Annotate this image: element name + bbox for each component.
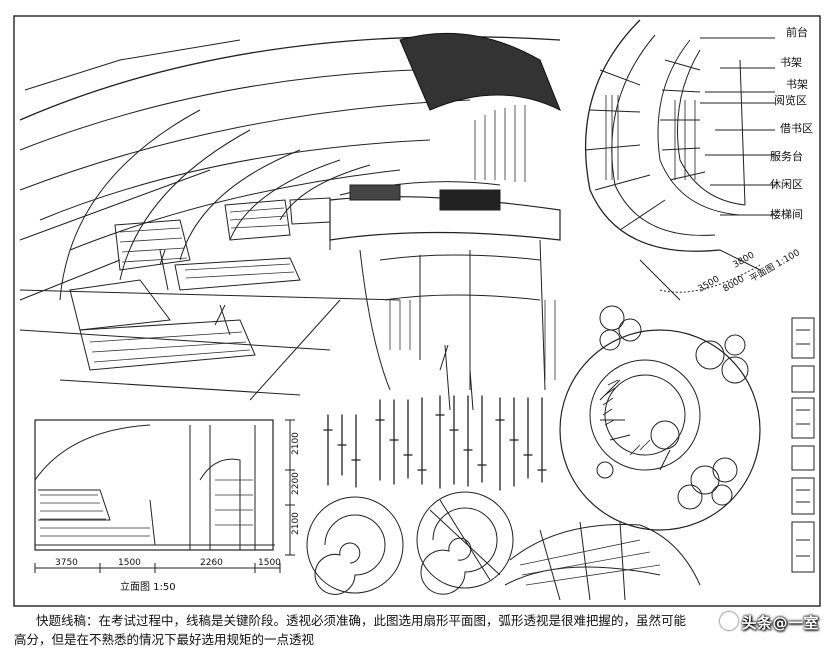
elevation-scale: 立面图 1:50 xyxy=(120,580,176,593)
elevation-height: 2100 xyxy=(291,512,301,535)
perspective-sketch xyxy=(19,32,561,411)
plan-hatch xyxy=(605,95,696,180)
watermark: 头条@一室 xyxy=(720,612,819,633)
plan-scale: 平面图 1:100 xyxy=(748,247,802,285)
plan-labels: 前台 书架 书架 阅览区 借书区 服务台 休闲区 楼梯间 xyxy=(770,25,813,221)
circular-plan-hatch xyxy=(602,379,651,456)
plan-label: 前台 xyxy=(786,25,808,39)
spiral-stair-sketches xyxy=(306,491,701,601)
elevation-dim: 3750 xyxy=(55,558,78,568)
handwritten-notes xyxy=(323,395,547,491)
watermark-logo-icon xyxy=(720,612,739,630)
elevation-shelves xyxy=(40,479,253,537)
elevation-dim: 1500 xyxy=(118,558,141,568)
architectural-sketch-sheet: 前台 书架 书架 阅览区 借书区 服务台 休闲区 楼梯间 3500 3800 8… xyxy=(13,15,821,607)
elevation-height: 2100 xyxy=(291,432,301,455)
elevation-dim: 2260 xyxy=(200,558,223,568)
plan-dim: 3500 xyxy=(697,274,722,294)
elevation-drawing xyxy=(34,419,295,573)
caption-line: 快题线稿：在考试过程中，线稿是关键阶段。透视必须准确，此图选用扇形平面图，弧形透… xyxy=(36,613,687,628)
plan-label: 休闲区 xyxy=(770,177,803,191)
caption-line: 高分，但是在不熟悉的情况下最好选用规矩的一点透视 xyxy=(14,632,315,647)
caption: 快题线稿：在考试过程中，线稿是关键阶段。透视必须准确，此图选用扇形平面图，弧形透… xyxy=(14,611,814,649)
elevation-height: 2200 xyxy=(291,472,301,495)
plan-dim: 3800 xyxy=(732,250,757,270)
plan-label: 服务台 xyxy=(770,149,803,163)
plan-label: 楼梯间 xyxy=(770,207,803,221)
plan-label: 借书区 xyxy=(780,122,813,135)
stair-hatch xyxy=(519,539,661,586)
circular-plan xyxy=(559,305,761,531)
watermark-text: 头条@一室 xyxy=(741,614,819,632)
plan-label: 阅览区 xyxy=(774,93,807,107)
plan-label: 书架 xyxy=(780,56,802,69)
fan-plan xyxy=(584,19,775,301)
sheet-border xyxy=(13,15,821,607)
plan-dim: 8000 xyxy=(722,274,747,294)
shelf-hatching xyxy=(89,105,556,380)
elevation-dimensions: 3750 1500 2260 1500 2100 2200 2100 立面图 1… xyxy=(55,432,301,593)
vertical-title-art xyxy=(791,317,815,573)
plan-label: 书架 xyxy=(786,78,808,91)
elevation-dim: 1500 xyxy=(258,558,281,568)
